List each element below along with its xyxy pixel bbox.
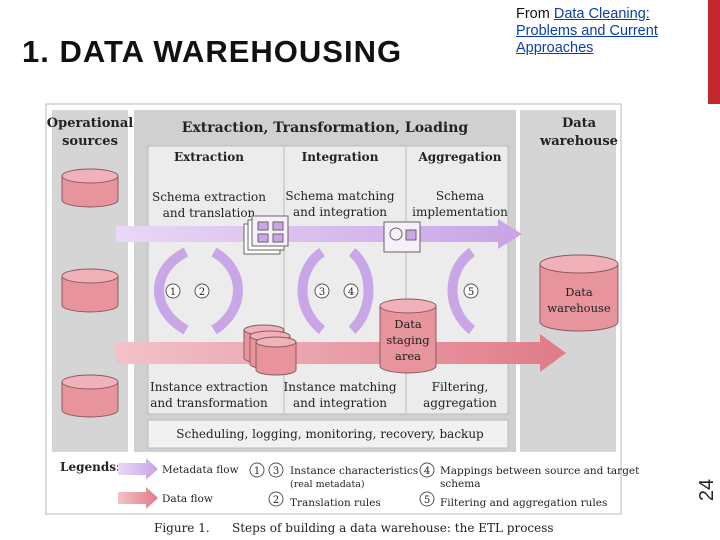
legend-data-flow-arrow — [118, 487, 158, 509]
instance-database-stack — [243, 324, 297, 376]
legend-instance-characteristics: Instance characteristics — [290, 465, 418, 477]
svg-text:5: 5 — [468, 287, 474, 298]
legend-label: Legends: — [60, 460, 120, 474]
legend-num-2: 2 — [268, 491, 284, 507]
svg-text:2: 2 — [273, 495, 279, 506]
data-warehouse-database — [539, 254, 619, 332]
svg-text:3: 3 — [273, 466, 279, 477]
source-note: From Data Cleaning: Problems and Current… — [516, 6, 706, 57]
data-warehouse-header: Data — [562, 116, 597, 131]
filtering-label: aggregation — [423, 396, 497, 410]
svg-text:5: 5 — [424, 495, 430, 506]
schema-icon-stack — [243, 215, 289, 255]
instance-extraction-label: Instance extraction — [150, 380, 268, 394]
svg-text:4: 4 — [348, 287, 354, 298]
slide-title: 1. DATA WAREHOUSING — [22, 34, 403, 69]
step-number-2: 2 — [194, 283, 210, 299]
instance-matching-label: and integration — [293, 396, 387, 410]
filtering-label: Filtering, — [432, 380, 489, 394]
metadata-cycle-arrow-5 — [447, 247, 476, 334]
legend-num-1: 1 — [249, 462, 265, 478]
legend-data-flow: Data flow — [162, 493, 213, 505]
etl-header: Extraction, Transformation, Loading — [182, 120, 469, 136]
schema-implementation-label: implementation — [412, 205, 508, 219]
scheduling-label: Scheduling, logging, monitoring, recover… — [176, 427, 484, 441]
svg-text:3: 3 — [319, 287, 325, 298]
step-number-1: 1 — [165, 283, 181, 299]
schema-extraction-label: Schema extraction — [152, 190, 266, 204]
schema-matching-label: and integration — [293, 205, 387, 219]
legend-instance-characteristics: (real metadata) — [290, 479, 365, 490]
column-header-integration: Integration — [302, 150, 379, 164]
scheduling-bar — [147, 419, 509, 449]
legend-metadata-flow-arrow — [118, 458, 158, 480]
legend-mappings: Mappings between source and target — [440, 465, 640, 477]
warehouse-db-label: Data — [565, 285, 593, 299]
column-header-aggregation: Aggregation — [417, 150, 501, 164]
schema-matching-label: Schema matching — [285, 189, 394, 203]
accent-bar — [708, 0, 720, 104]
metadata-cycle-arrow-1-2 — [211, 247, 243, 335]
operational-sources-label: Operational — [47, 116, 133, 131]
schema-icon — [383, 221, 421, 253]
staging-label: staging — [386, 333, 430, 347]
source-prefix: From — [516, 6, 554, 22]
data-warehouse-header: warehouse — [539, 134, 618, 149]
step-number-5: 5 — [463, 283, 479, 299]
source-link[interactable]: Data Cleaning: Problems and Current Appr… — [516, 6, 658, 56]
schema-implementation-label: Schema — [436, 189, 484, 203]
data-staging-area-database — [379, 298, 437, 374]
svg-text:1: 1 — [254, 466, 260, 477]
legend-translation-rules: Translation rules — [290, 497, 381, 509]
source-database-3 — [61, 374, 119, 418]
legend-mappings: schema — [440, 478, 480, 490]
column-header-extraction: Extraction — [174, 150, 244, 164]
legend-num-5: 5 — [419, 491, 435, 507]
etl-inner-panel — [147, 145, 509, 415]
legend-filtering-rules: Filtering and aggregation rules — [440, 497, 607, 509]
caption-figure-label: Figure 1. — [154, 521, 210, 535]
instance-extraction-label: and transformation — [150, 396, 268, 410]
legend-metadata-flow: Metadata flow — [162, 464, 239, 476]
step-number-3: 3 — [314, 283, 330, 299]
svg-text:1: 1 — [170, 287, 176, 298]
staging-label: area — [395, 349, 421, 363]
schema-extraction-label: and translation — [163, 206, 256, 220]
metadata-cycle-arrow-1-2 — [154, 247, 189, 335]
staging-label: Data — [394, 317, 422, 331]
warehouse-db-label: warehouse — [547, 301, 611, 315]
source-database-1 — [61, 168, 119, 208]
metadata-cycle-arrow-3-4 — [297, 247, 326, 334]
step-number-4: 4 — [343, 283, 359, 299]
svg-text:4: 4 — [424, 466, 430, 477]
instance-matching-label: Instance matching — [283, 380, 396, 394]
legend-num-4: 4 — [419, 462, 435, 478]
metadata-cycle-arrow-3-4 — [348, 248, 374, 334]
source-database-2 — [61, 268, 119, 313]
caption-text: Steps of building a data warehouse: the … — [232, 521, 554, 535]
svg-text:2: 2 — [199, 287, 205, 298]
operational-sources-label: sources — [62, 134, 118, 149]
data-flow-arrow — [116, 334, 566, 372]
legend-num-3: 3 — [268, 462, 284, 478]
